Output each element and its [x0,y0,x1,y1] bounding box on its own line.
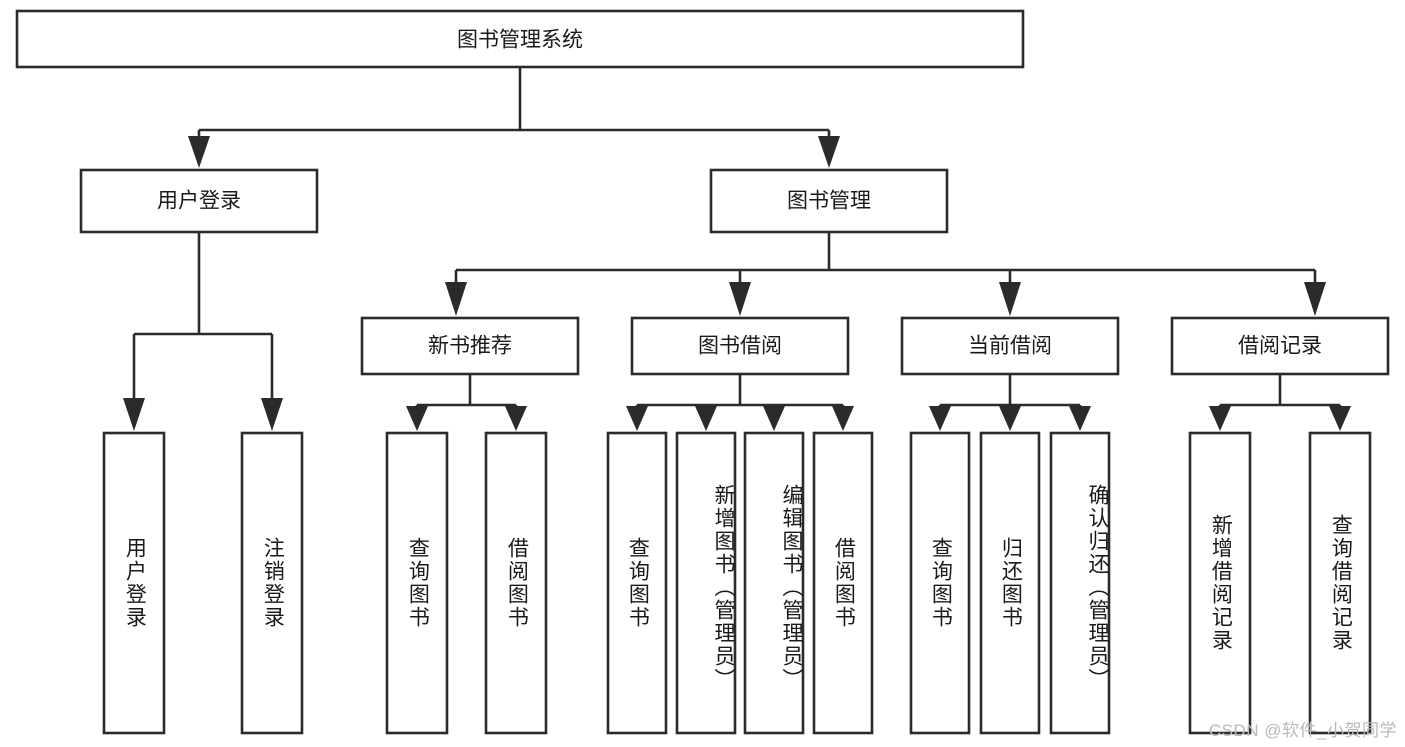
arrow-root-to-user-login [188,136,210,168]
node-leaf-nbr-borrow-book-box[interactable] [484,431,548,735]
arrow-cb-leaf-3 [1069,406,1091,431]
node-book-manage-label: 图书管理 [787,190,871,213]
node-current-borrow-label: 当前借阅 [968,335,1052,358]
node-new-book-recommend-box[interactable] [360,316,580,376]
node-leaf-cb-return-book-box[interactable] [979,431,1041,735]
node-current-borrow-box[interactable] [900,316,1120,376]
arrow-bb-leaf-4 [832,406,854,431]
node-leaf-bb-add-book-box[interactable] [675,431,737,735]
arrow-bm-current-borrow [999,282,1021,316]
node-book-borrow[interactable]: 图书借阅 [630,316,850,376]
node-root-box[interactable] [15,9,1025,69]
arrow-bm-book-borrow [729,282,751,316]
node-borrow-record-label: 借阅记录 [1238,335,1322,358]
node-user-login-box[interactable] [79,168,319,234]
connector-group-user-login [123,232,283,431]
connector-group-book-borrow [626,374,854,431]
arrow-bb-leaf-1 [626,406,648,431]
connector-group-borrow-record [1209,374,1351,431]
node-leaf-user-login-box[interactable] [102,431,166,735]
node-leaf-nbr-query-book-box[interactable] [385,431,449,735]
connector-group-new-book-recommend [406,374,527,431]
arrow-cb-leaf-2 [999,406,1021,431]
node-user-login[interactable]: 用户登录 [79,168,319,234]
arrow-bb-leaf-3 [763,406,785,431]
node-leaf-bb-query-book-box[interactable] [606,431,668,735]
node-current-borrow[interactable]: 当前借阅 [900,316,1120,376]
arrow-br-leaf-1 [1209,406,1231,431]
arrow-cb-leaf-1 [929,406,951,431]
node-leaf-bb-edit-book-box[interactable] [743,431,805,735]
arrow-br-leaf-2 [1329,406,1351,431]
arrow-nbr-leaf-2 [505,406,527,431]
node-book-borrow-label: 图书借阅 [698,335,782,358]
node-borrow-record[interactable]: 借阅记录 [1170,316,1390,376]
arrow-nbr-leaf-1 [406,406,428,431]
connector-group-root [188,67,840,168]
node-leaf-cb-query-book-box[interactable] [909,431,971,735]
node-book-borrow-box[interactable] [630,316,850,376]
arrow-bm-new-book-recommend [445,282,467,316]
connector-group-book-manage [445,232,1326,316]
node-leaf-br-query-record-box[interactable] [1308,431,1372,735]
leaf-boxes-group [102,431,1372,735]
node-root[interactable]: 图书管理系统 [15,9,1025,69]
arrow-root-to-book-manage [818,136,840,168]
arrow-ul-leaf-1 [123,398,145,431]
node-borrow-record-box[interactable] [1170,316,1390,376]
node-book-manage-box[interactable] [709,168,949,234]
node-leaf-user-logout-box[interactable] [240,431,304,735]
csdn-watermark: CSDN @软件_小贺同学 [1208,721,1397,740]
node-new-book-recommend-label: 新书推荐 [428,335,512,358]
node-leaf-bb-borrow-book-box[interactable] [812,431,874,735]
connector-group-current-borrow [929,374,1091,431]
node-book-manage[interactable]: 图书管理 [709,168,949,234]
node-new-book-recommend[interactable]: 新书推荐 [360,316,580,376]
node-user-login-label: 用户登录 [157,190,241,213]
arrow-bb-leaf-2 [695,406,717,431]
node-leaf-br-add-record-box[interactable] [1188,431,1252,735]
node-root-label: 图书管理系统 [457,29,583,52]
arrow-bm-borrow-record [1304,282,1326,316]
node-leaf-cb-confirm-return-box[interactable] [1049,431,1111,735]
arrow-ul-leaf-2 [261,398,283,431]
